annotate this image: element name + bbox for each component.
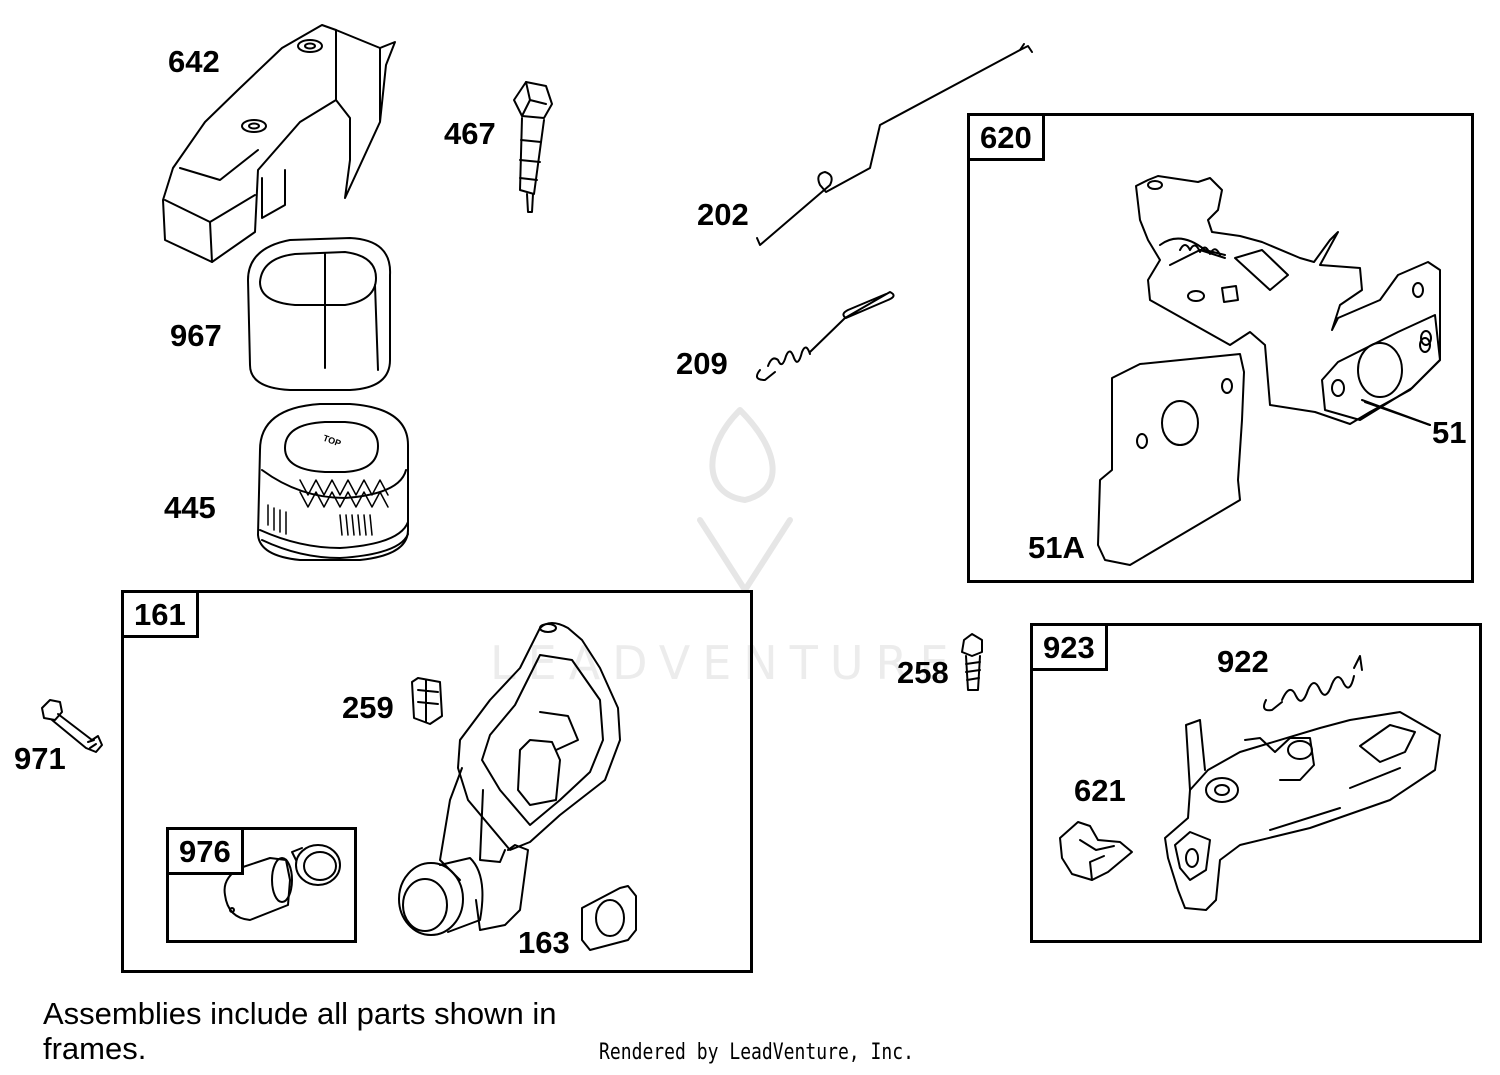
frame-923-tag: 923 (1030, 623, 1108, 671)
connector-259-part (411, 677, 443, 725)
leader-51 (1364, 401, 1431, 426)
assemblies-note: Assemblies include all parts shown in fr… (43, 996, 557, 1066)
gasket-51a-part (1097, 353, 1245, 566)
governor-spring-part (755, 291, 895, 381)
air-filter-part (257, 403, 409, 561)
gasket-163-part (581, 885, 637, 951)
clip-621-part (1059, 821, 1133, 881)
stud-part (513, 81, 553, 213)
watermark-text: LEADVENTURE (490, 636, 961, 690)
label-259: 259 (342, 690, 394, 725)
pre-cleaner-part (247, 237, 392, 391)
frame-161-tag: 161 (121, 590, 199, 638)
air-cleaner-cover-part (162, 24, 396, 263)
label-467: 467 (444, 116, 496, 151)
label-163: 163 (518, 925, 570, 960)
frame-923: 923 (1030, 623, 1482, 943)
frame-161: 161 (121, 590, 753, 973)
fitting-976-part (223, 857, 293, 921)
label-51a: 51A (1028, 530, 1085, 565)
frame-620: 620 (967, 113, 1474, 583)
intake-manifold-part (398, 622, 621, 936)
screw-258-part (961, 633, 983, 691)
label-922: 922 (1217, 644, 1269, 679)
watermark-logo-icon (697, 407, 793, 593)
label-258: 258 (897, 655, 949, 690)
frame-620-tag: 620 (967, 113, 1045, 161)
hose-clamp-part (291, 844, 341, 886)
label-445: 445 (164, 490, 216, 525)
filter-top-text: TOP (322, 433, 343, 449)
render-credit: Rendered by LeadVenture, Inc. (599, 1040, 914, 1065)
label-51: 51 (1432, 415, 1467, 450)
label-967: 967 (170, 318, 222, 353)
spring-922-part (1263, 655, 1363, 712)
frame-976-tag: 976 (166, 827, 244, 875)
label-971: 971 (14, 741, 66, 776)
label-642: 642 (168, 44, 220, 79)
label-202: 202 (697, 197, 749, 232)
label-621: 621 (1074, 773, 1126, 808)
governor-link-part (756, 43, 1033, 246)
governor-control-plate-part (1164, 711, 1441, 911)
control-bracket-part (1135, 175, 1441, 425)
frame-976: 976 (166, 827, 357, 943)
label-209: 209 (676, 346, 728, 381)
bolt-971-part (41, 699, 103, 753)
